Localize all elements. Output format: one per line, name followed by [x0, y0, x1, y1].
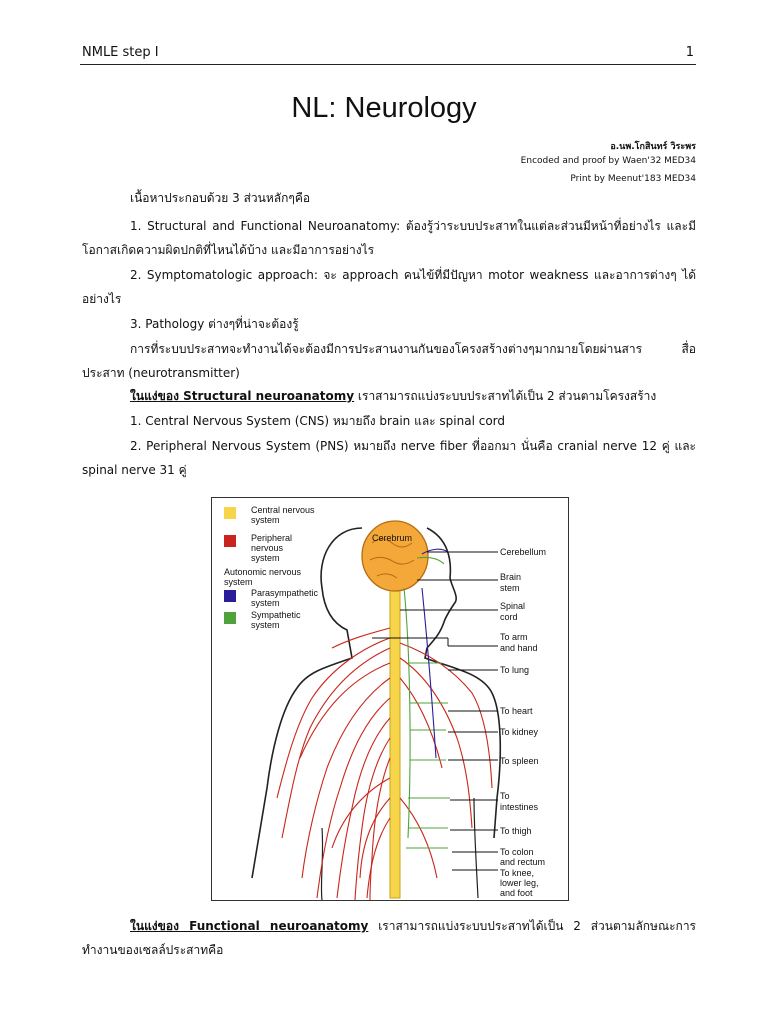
intro-paragraph: เนื้อหาประกอบด้วย 3 ส่วนหลักๆคือ — [130, 191, 311, 205]
functional-heading: ในแง่ของ Functional neuroanatomy — [130, 919, 369, 933]
label-spinal-2: cord — [500, 612, 518, 622]
label-intestines-2: intestines — [500, 802, 539, 812]
legend-cns-2: system — [251, 515, 280, 525]
print-line: Print by Meenut'183 MED34 — [570, 174, 696, 184]
legend-swatch-pns — [224, 535, 236, 547]
label-knee-3: and foot — [500, 888, 533, 898]
organ-labels: Cerebellum Brain stem Spinal cord To arm… — [500, 547, 546, 898]
item-2-paragraph: 2. Symptomatologic approach: จะ approach… — [82, 268, 696, 306]
legend-ans-2: system — [224, 577, 253, 587]
nervous-system-diagram: Cerebrum — [224, 505, 546, 900]
nervous-system-figure: Cerebrum — [211, 497, 569, 901]
legend-symp-1: Sympathetic — [251, 610, 301, 620]
brain-shape — [361, 520, 429, 592]
label-kidney: To kidney — [500, 727, 539, 737]
legend-pns-1: Peripheral — [251, 533, 292, 543]
legend-swatch-cns — [224, 507, 236, 519]
label-brainstem-1: Brain — [500, 572, 521, 582]
legend-para-1: Parasympathetic — [251, 588, 319, 598]
legend-cns-1: Central nervous — [251, 505, 315, 515]
pointer-lines — [372, 551, 498, 871]
spinal-cord-shape — [389, 567, 401, 899]
label-arm-1: To arm — [500, 632, 528, 642]
encoded-line: Encoded and proof by Waen'32 MED34 — [520, 156, 696, 166]
label-brainstem-2: stem — [500, 583, 520, 593]
label-heart: To heart — [500, 706, 533, 716]
figure-legend: Central nervous system Peripheral nervou… — [224, 505, 319, 630]
peripheral-nerves — [276, 627, 493, 900]
document-title: NL: Neurology — [291, 92, 477, 124]
item-1-paragraph: 1. Structural and Functional Neuroanatom… — [82, 219, 696, 257]
item-3-paragraph: 3. Pathology ต่างๆที่น่าจะต้องรู้ — [130, 317, 299, 331]
legend-pns-3: system — [251, 553, 280, 563]
legend-ans-1: Autonomic nervous — [224, 567, 302, 577]
functional-text: เราสามารถแบ่งระบบประสาทได้เป็น 2 ส่วนตาม… — [82, 919, 696, 957]
legend-pns-2: nervous — [251, 543, 284, 553]
brain-folds — [369, 538, 415, 579]
label-knee-1: To knee, — [500, 868, 534, 878]
parasympathetic-nerves — [421, 548, 449, 759]
coordination-paragraph: การที่ระบบประสาทจะทำงานได้จะต้องมีการประ… — [82, 342, 696, 380]
label-thigh: To thigh — [500, 826, 532, 836]
label-spinal-1: Spinal — [500, 601, 525, 611]
label-intestines-1: To — [500, 791, 510, 801]
label-knee-2: lower leg, — [500, 878, 539, 888]
legend-symp-2: system — [251, 620, 280, 630]
page-header: NMLE step I 1 — [80, 44, 696, 65]
structural-text: เราสามารถแบ่งระบบประสาทได้เป็น 2 ส่วนตาม… — [354, 389, 657, 403]
functional-paragraph: ในแง่ของ Functional neuroanatomy เราสามา… — [82, 914, 696, 962]
label-spleen: To spleen — [500, 756, 539, 766]
sympathetic-nerves — [403, 556, 450, 849]
label-arm-2: and hand — [500, 643, 538, 653]
body-contour — [320, 797, 479, 900]
legend-swatch-para — [224, 590, 236, 602]
author-line: อ.นพ.โกสินทร์ วิระพร — [610, 142, 696, 152]
page-number: 1 — [685, 45, 694, 60]
cns-paragraph: 1. Central Nervous System (CNS) หมายถึง … — [130, 414, 506, 428]
label-lung: To lung — [500, 665, 529, 675]
pns-paragraph: 2. Peripheral Nervous System (PNS) หมายถ… — [82, 439, 696, 477]
structural-heading: ในแง่ของ Structural neuroanatomy — [130, 389, 355, 403]
label-cerebellum: Cerebellum — [500, 547, 546, 557]
structural-paragraph: ในแง่ของ Structural neuroanatomy เราสามา… — [82, 384, 696, 408]
cerebrum-label: Cerebrum — [372, 533, 412, 543]
body-outline — [251, 527, 502, 879]
label-colon-1: To colon — [500, 847, 534, 857]
header-title: NMLE step I — [82, 45, 159, 60]
label-colon-2: and rectum — [500, 857, 545, 867]
legend-para-2: system — [251, 598, 280, 608]
legend-swatch-symp — [224, 612, 236, 624]
